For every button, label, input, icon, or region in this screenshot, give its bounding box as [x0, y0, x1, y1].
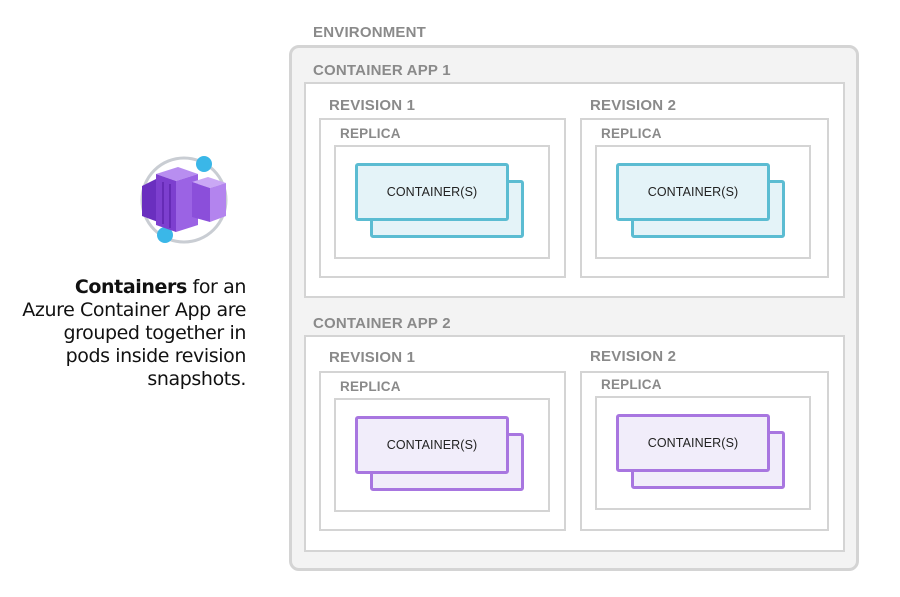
- app2-revision-2-label: REVISION 2: [590, 348, 677, 365]
- azure-container-apps-icon: [140, 156, 228, 244]
- app2-rev1-container: CONTAINER(S): [355, 416, 509, 474]
- app1-rev1-replica-label: REPLICA: [340, 126, 401, 141]
- description-text: Containers for an Azure Container App ar…: [20, 276, 246, 391]
- app1-rev2-replica-label: REPLICA: [601, 126, 662, 141]
- description-rest: for an Azure Container App are grouped t…: [22, 276, 246, 390]
- app2-rev2-container: CONTAINER(S): [616, 414, 770, 472]
- container-app-1-label: CONTAINER APP 1: [313, 62, 451, 79]
- app1-revision-1-label: REVISION 1: [329, 97, 416, 114]
- app2-revision-1-label: REVISION 1: [329, 349, 416, 366]
- container-app-2-label: CONTAINER APP 2: [313, 315, 451, 332]
- environment-label: ENVIRONMENT: [313, 24, 427, 41]
- app2-rev2-replica-label: REPLICA: [601, 377, 662, 392]
- app1-revision-2-label: REVISION 2: [590, 97, 677, 114]
- app2-rev1-replica-label: REPLICA: [340, 379, 401, 394]
- app1-rev2-container: CONTAINER(S): [616, 163, 770, 221]
- description-bold: Containers: [74, 276, 187, 298]
- app1-rev1-container: CONTAINER(S): [355, 163, 509, 221]
